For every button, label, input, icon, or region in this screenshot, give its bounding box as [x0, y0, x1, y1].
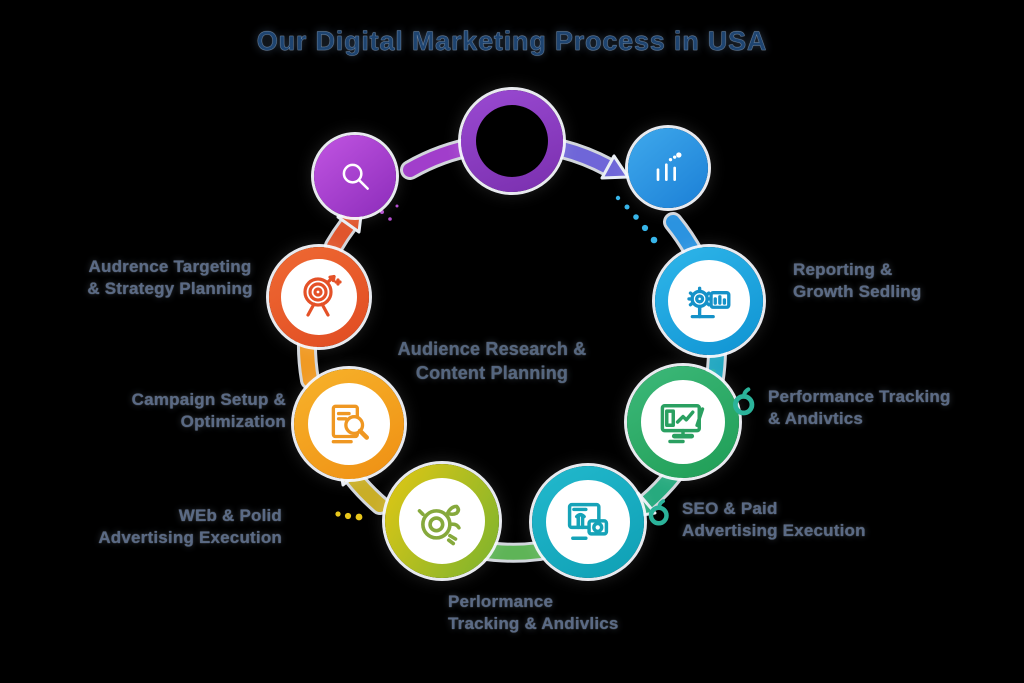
- node-audience-search: [314, 135, 396, 217]
- label-line: SEO & Paid: [682, 499, 778, 518]
- label-line: Audience Research &: [397, 339, 587, 359]
- node-bg: [314, 135, 396, 217]
- decor-dots-purple: [380, 204, 399, 221]
- label-performance-bottom: Perlormance Tracking & Andivlics: [448, 591, 648, 636]
- bar-chart-icon: [628, 128, 708, 208]
- label-center-audience-research: Audience Research & Content Planning: [368, 338, 616, 386]
- page-title: Our Digital Marketing Process in USA: [256, 26, 768, 56]
- decor-dots-yellow: [335, 511, 363, 521]
- node-inner: [399, 478, 485, 564]
- label-line: Audrence Targeting: [88, 257, 252, 276]
- label-line: Performance Tracking: [768, 387, 951, 406]
- node-reporting-growth: [655, 247, 763, 355]
- label-reporting: Reporting & Growth Sedling: [793, 259, 963, 304]
- label-line: Content Planning: [415, 362, 569, 383]
- document-search-icon: [324, 399, 374, 449]
- gear-monitor-icon: [684, 276, 734, 326]
- node-inner: [546, 480, 630, 564]
- label-line: Growth Sedling: [793, 282, 922, 302]
- node-inner: [281, 259, 357, 335]
- node-audience-targeting: [269, 247, 369, 347]
- flow-segment: [555, 142, 615, 174]
- node-performance-tracking-right: [627, 366, 739, 478]
- search-icon: [314, 135, 396, 217]
- node-campaign-setup: [294, 369, 404, 479]
- label-line: & Strategy Planning: [87, 279, 253, 299]
- label-line: WEb & Polid: [178, 506, 282, 525]
- label-line: & Andivtics: [768, 409, 864, 429]
- doodle-gauge-icon: [415, 494, 469, 548]
- node-inner: [668, 260, 750, 342]
- hub-open-center: [476, 105, 548, 177]
- node-data-bars: [628, 128, 708, 208]
- node-bg: [628, 128, 708, 208]
- node-inner: [308, 383, 390, 465]
- label-web-paid: WEb & Polid Advertising Execution: [66, 505, 282, 550]
- label-line: Campaign Setup &: [131, 390, 286, 409]
- droplet-icon: [730, 386, 760, 418]
- label-line: Reporting &: [793, 260, 893, 279]
- monitor-payment-icon: [562, 496, 614, 548]
- droplet-icon: [646, 498, 674, 528]
- label-audience-targeting: Audrence Targeting & Strategy Planning: [68, 256, 272, 301]
- label-text: Performance Tracking & Andivtics: [768, 386, 951, 431]
- node-performance-tracking-bottom: [385, 464, 499, 578]
- label-text: SEO & Paid Advertising Execution: [682, 498, 866, 543]
- node-process-hub: [461, 90, 563, 192]
- label-line: Tracking & Andivlics: [448, 614, 619, 634]
- label-seo-paid: SEO & Paid Advertising Execution: [646, 498, 866, 543]
- node-seo-paid-execution: [532, 466, 644, 578]
- arrowhead-icon: [600, 154, 630, 180]
- target-icon: [295, 273, 343, 321]
- monitor-chart-icon: [657, 396, 709, 448]
- label-performance-right: Performance Tracking & Andivtics: [730, 386, 951, 431]
- label-campaign-setup: Campaign Setup & Optimization: [96, 389, 286, 434]
- label-line: Advertising Execution: [98, 528, 282, 548]
- decor-dots-cyan: [615, 195, 658, 244]
- label-line: Advertising Execution: [682, 521, 866, 541]
- label-line: Optimization: [180, 412, 286, 432]
- node-inner: [641, 380, 725, 464]
- label-line: Perlormance: [448, 592, 554, 611]
